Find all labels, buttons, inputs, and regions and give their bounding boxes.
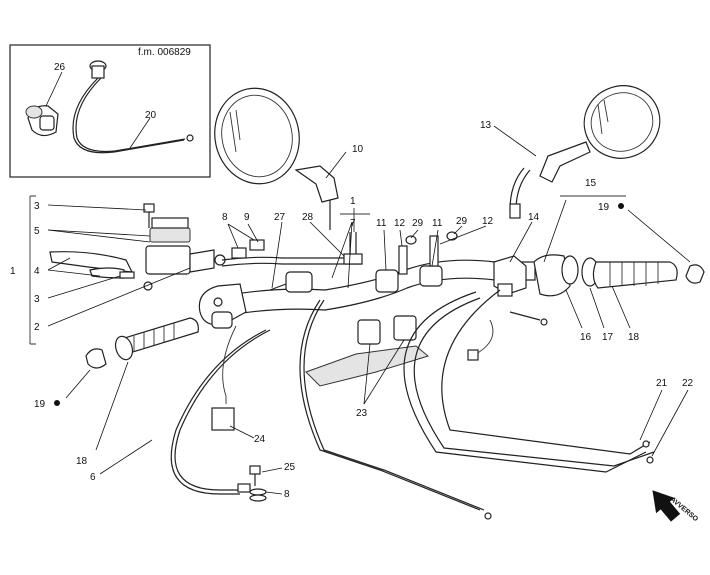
choke-cable-part (72, 60, 194, 154)
callout-3-bottom: 3 (34, 294, 40, 305)
callout-8-top: 8 (222, 212, 228, 223)
callout-2: 2 (34, 322, 40, 333)
left-switch-housing-part (198, 283, 247, 329)
callout-7: 7 (350, 218, 356, 229)
callout-1-bracket: 1 (10, 266, 16, 277)
callout-27: 27 (274, 212, 286, 223)
pin-4-part (119, 271, 153, 291)
callout-20: 20 (145, 110, 157, 121)
bullet-19-left (54, 400, 60, 406)
direction-arrow-icon: AVVERSO (652, 490, 699, 524)
callout-26: 26 (54, 62, 66, 73)
callout-18-right: 18 (628, 332, 640, 343)
callout-15: 15 (585, 178, 597, 189)
callout-11-left: 11 (376, 218, 387, 229)
right-mirror-part (509, 85, 661, 219)
left-mirror-part (214, 87, 339, 230)
callout-22: 22 (682, 378, 694, 389)
callout-12-right: 12 (482, 216, 494, 227)
callout-6: 6 (90, 472, 96, 483)
callout-1-center: 1 (350, 196, 356, 207)
callout-25: 25 (284, 462, 296, 473)
callout-4: 4 (34, 266, 40, 277)
adjuster-parts-25-8 (249, 465, 267, 502)
callout-5: 5 (34, 226, 40, 237)
callout-16: 16 (580, 332, 592, 343)
left-grip-part (114, 317, 199, 361)
callout-17: 17 (602, 332, 614, 343)
callout-8-bottom: 8 (284, 489, 290, 500)
throttle-housing-part (533, 254, 599, 297)
callout-9: 9 (244, 212, 250, 223)
right-grip-part (592, 261, 678, 289)
right-switch-housing-part (493, 255, 527, 297)
callout-23: 23 (356, 408, 368, 419)
bullet-19-right (618, 203, 624, 209)
choke-lever-part (25, 105, 59, 137)
clutch-hose-part (221, 239, 362, 267)
callout-19-left: 19 (34, 399, 46, 410)
left-bar-end-part (85, 348, 107, 369)
callout-24: 24 (254, 434, 266, 445)
right-bar-end-part (685, 264, 705, 284)
drawing-reference: f.m. 006829 (138, 47, 191, 58)
clutch-master-cylinder-part (145, 217, 226, 275)
handlebar-riser-part (305, 315, 430, 387)
clutch-cable-6 (170, 329, 271, 495)
callout-14: 14 (528, 212, 540, 223)
callout-12-left: 12 (394, 218, 406, 229)
handlebar-clamp-parts (269, 231, 458, 293)
callout-21: 21 (656, 378, 668, 389)
callout-13: 13 (480, 120, 492, 131)
callout-3-top: 3 (34, 201, 40, 212)
callout-28: 28 (302, 212, 314, 223)
throttle-cables-21-22 (299, 289, 655, 520)
callout-18-left: 18 (76, 456, 88, 467)
callout-10: 10 (352, 144, 364, 155)
callout-29-left: 29 (412, 218, 424, 229)
callout-19-right: 19 (598, 202, 610, 213)
screw-3-part (143, 203, 155, 228)
callout-11-right: 11 (432, 218, 443, 229)
handlebar-part (204, 259, 536, 321)
callout-29-right: 29 (456, 216, 468, 227)
left-switch-wiring (211, 325, 237, 431)
inset-panel: f.m. 006829 26 20 (9, 44, 211, 178)
